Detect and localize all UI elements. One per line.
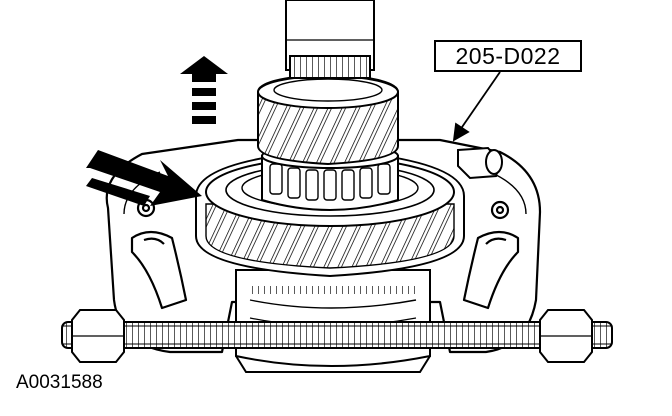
up-arrow-icon: [180, 56, 228, 124]
threaded-rod: [61, 309, 613, 363]
small-gear: [257, 72, 399, 166]
tool-number-label: 205-D022: [434, 40, 582, 72]
shaft: [285, 0, 375, 79]
bold-arrow-icon: [86, 150, 202, 206]
figure-id-label: A0031588: [16, 372, 103, 393]
callout-leader: [452, 71, 501, 142]
top-nut: [457, 146, 503, 180]
